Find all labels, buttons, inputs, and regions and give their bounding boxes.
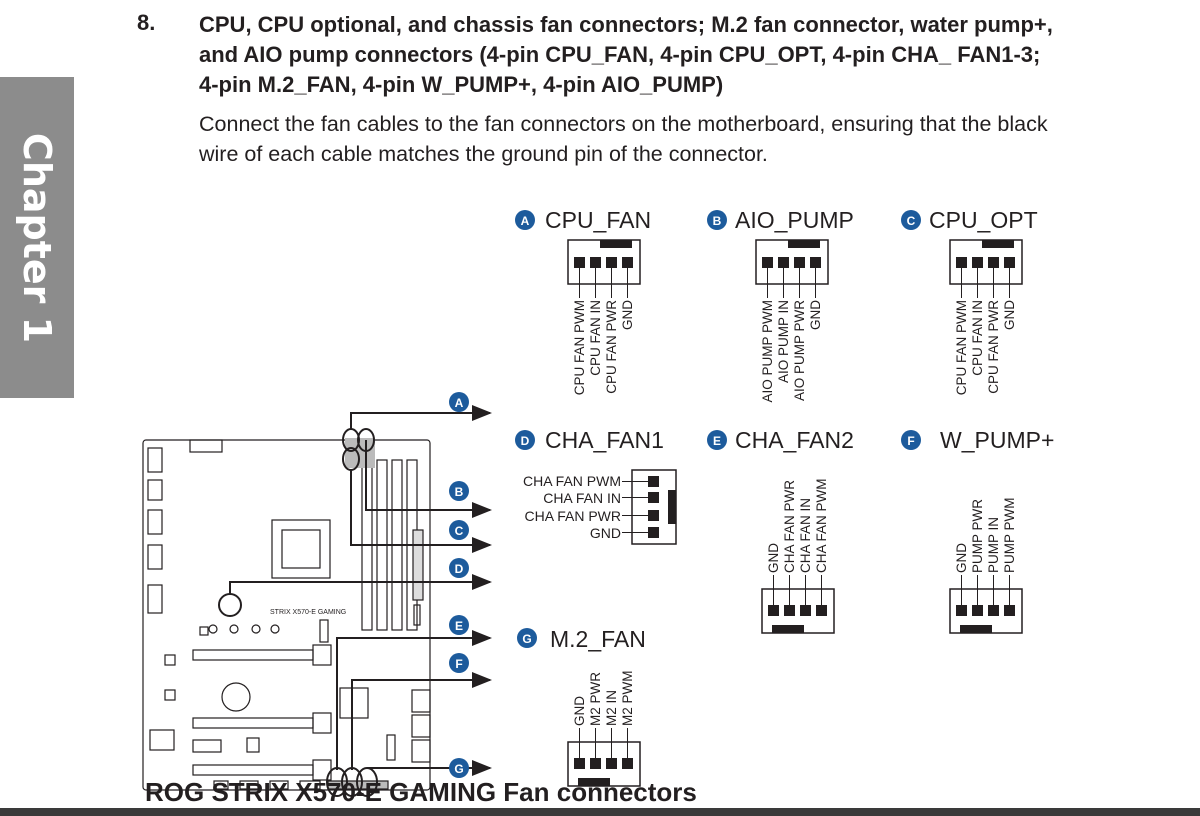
section-body: Connect the fan cables to the fan connec… xyxy=(199,112,1048,166)
footer-heading: ROG STRIX X570-E GAMING Fan connectors xyxy=(145,777,697,807)
svg-text:CPU FAN PWM: CPU FAN PWM xyxy=(954,300,969,395)
svg-text:E: E xyxy=(713,434,721,448)
cha-fan2-title: CHA_FAN2 xyxy=(735,427,854,453)
svg-text:M2 PWR: M2 PWR xyxy=(588,672,603,726)
svg-text:D: D xyxy=(455,562,464,576)
svg-text:M2 IN: M2 IN xyxy=(604,690,619,726)
svg-text:GND: GND xyxy=(766,543,781,573)
svg-text:M2 PWM: M2 PWM xyxy=(620,671,635,727)
viewer-bottom-bar xyxy=(0,808,1200,816)
chapter-tab: Chapter 1 xyxy=(0,77,74,398)
svg-text:PUMP IN: PUMP IN xyxy=(986,517,1001,573)
svg-text:CPU FAN IN: CPU FAN IN xyxy=(970,300,985,376)
svg-text:CHA FAN PWM: CHA FAN PWM xyxy=(523,473,621,489)
m2-fan-title: M.2_FAN xyxy=(550,626,646,652)
svg-text:C: C xyxy=(455,524,464,538)
section-number: 8. xyxy=(137,10,156,35)
svg-text:GND: GND xyxy=(590,525,621,541)
callout-arrows xyxy=(229,405,492,776)
cha-fan1-title: CHA_FAN1 xyxy=(545,427,664,453)
motherboard-illustration xyxy=(142,428,431,797)
svg-text:CPU FAN PWR: CPU FAN PWR xyxy=(604,300,619,394)
svg-text:D: D xyxy=(521,434,530,448)
cpu-opt-title: CPU_OPT xyxy=(929,207,1038,233)
svg-text:PUMP PWM: PUMP PWM xyxy=(1002,497,1017,573)
svg-text:CHA FAN IN: CHA FAN IN xyxy=(543,490,621,506)
svg-text:G: G xyxy=(454,762,463,776)
svg-text:C: C xyxy=(907,214,916,228)
svg-text:CHA FAN PWM: CHA FAN PWM xyxy=(814,478,829,573)
svg-text:B: B xyxy=(455,485,464,499)
svg-text:A: A xyxy=(455,396,464,410)
svg-text:GND: GND xyxy=(620,300,635,330)
svg-text:CHA FAN PWR: CHA FAN PWR xyxy=(525,508,621,524)
svg-text:AIO PUMP PWM: AIO PUMP PWM xyxy=(760,300,775,403)
callout-badges: A B C D E F G xyxy=(449,392,469,778)
connector-titles: A CPU_FAN B AIO_PUMP C CPU_OPT D CHA_FAN… xyxy=(515,207,1054,652)
motherboard-label: STRIX X570-E GAMING xyxy=(270,609,346,616)
svg-text:A: A xyxy=(521,214,530,228)
svg-text:G: G xyxy=(522,632,531,646)
svg-text:CPU FAN IN: CPU FAN IN xyxy=(588,300,603,376)
svg-text:CPU FAN PWR: CPU FAN PWR xyxy=(986,300,1001,394)
svg-text:CPU FAN PWM: CPU FAN PWM xyxy=(572,300,587,395)
svg-text:GND: GND xyxy=(1002,300,1017,330)
svg-text:F: F xyxy=(455,657,462,671)
svg-text:GND: GND xyxy=(808,300,823,330)
svg-text:F: F xyxy=(907,434,914,448)
section-title: CPU, CPU optional, and chassis fan conne… xyxy=(199,12,1053,97)
svg-text:GND: GND xyxy=(572,696,587,726)
svg-text:AIO PUMP IN: AIO PUMP IN xyxy=(776,300,791,383)
svg-text:PUMP PWR: PUMP PWR xyxy=(970,499,985,573)
svg-text:CHA FAN IN: CHA FAN IN xyxy=(798,498,813,573)
svg-text:GND: GND xyxy=(954,543,969,573)
svg-text:E: E xyxy=(455,619,463,633)
svg-text:B: B xyxy=(713,214,722,228)
svg-text:CHA FAN PWR: CHA FAN PWR xyxy=(782,480,797,573)
cpu-fan-title: CPU_FAN xyxy=(545,207,651,233)
aio-pump-title: AIO_PUMP xyxy=(735,207,854,233)
w-pump-title: W_PUMP+ xyxy=(940,427,1054,453)
svg-text:AIO PUMP PWR: AIO PUMP PWR xyxy=(792,300,807,401)
